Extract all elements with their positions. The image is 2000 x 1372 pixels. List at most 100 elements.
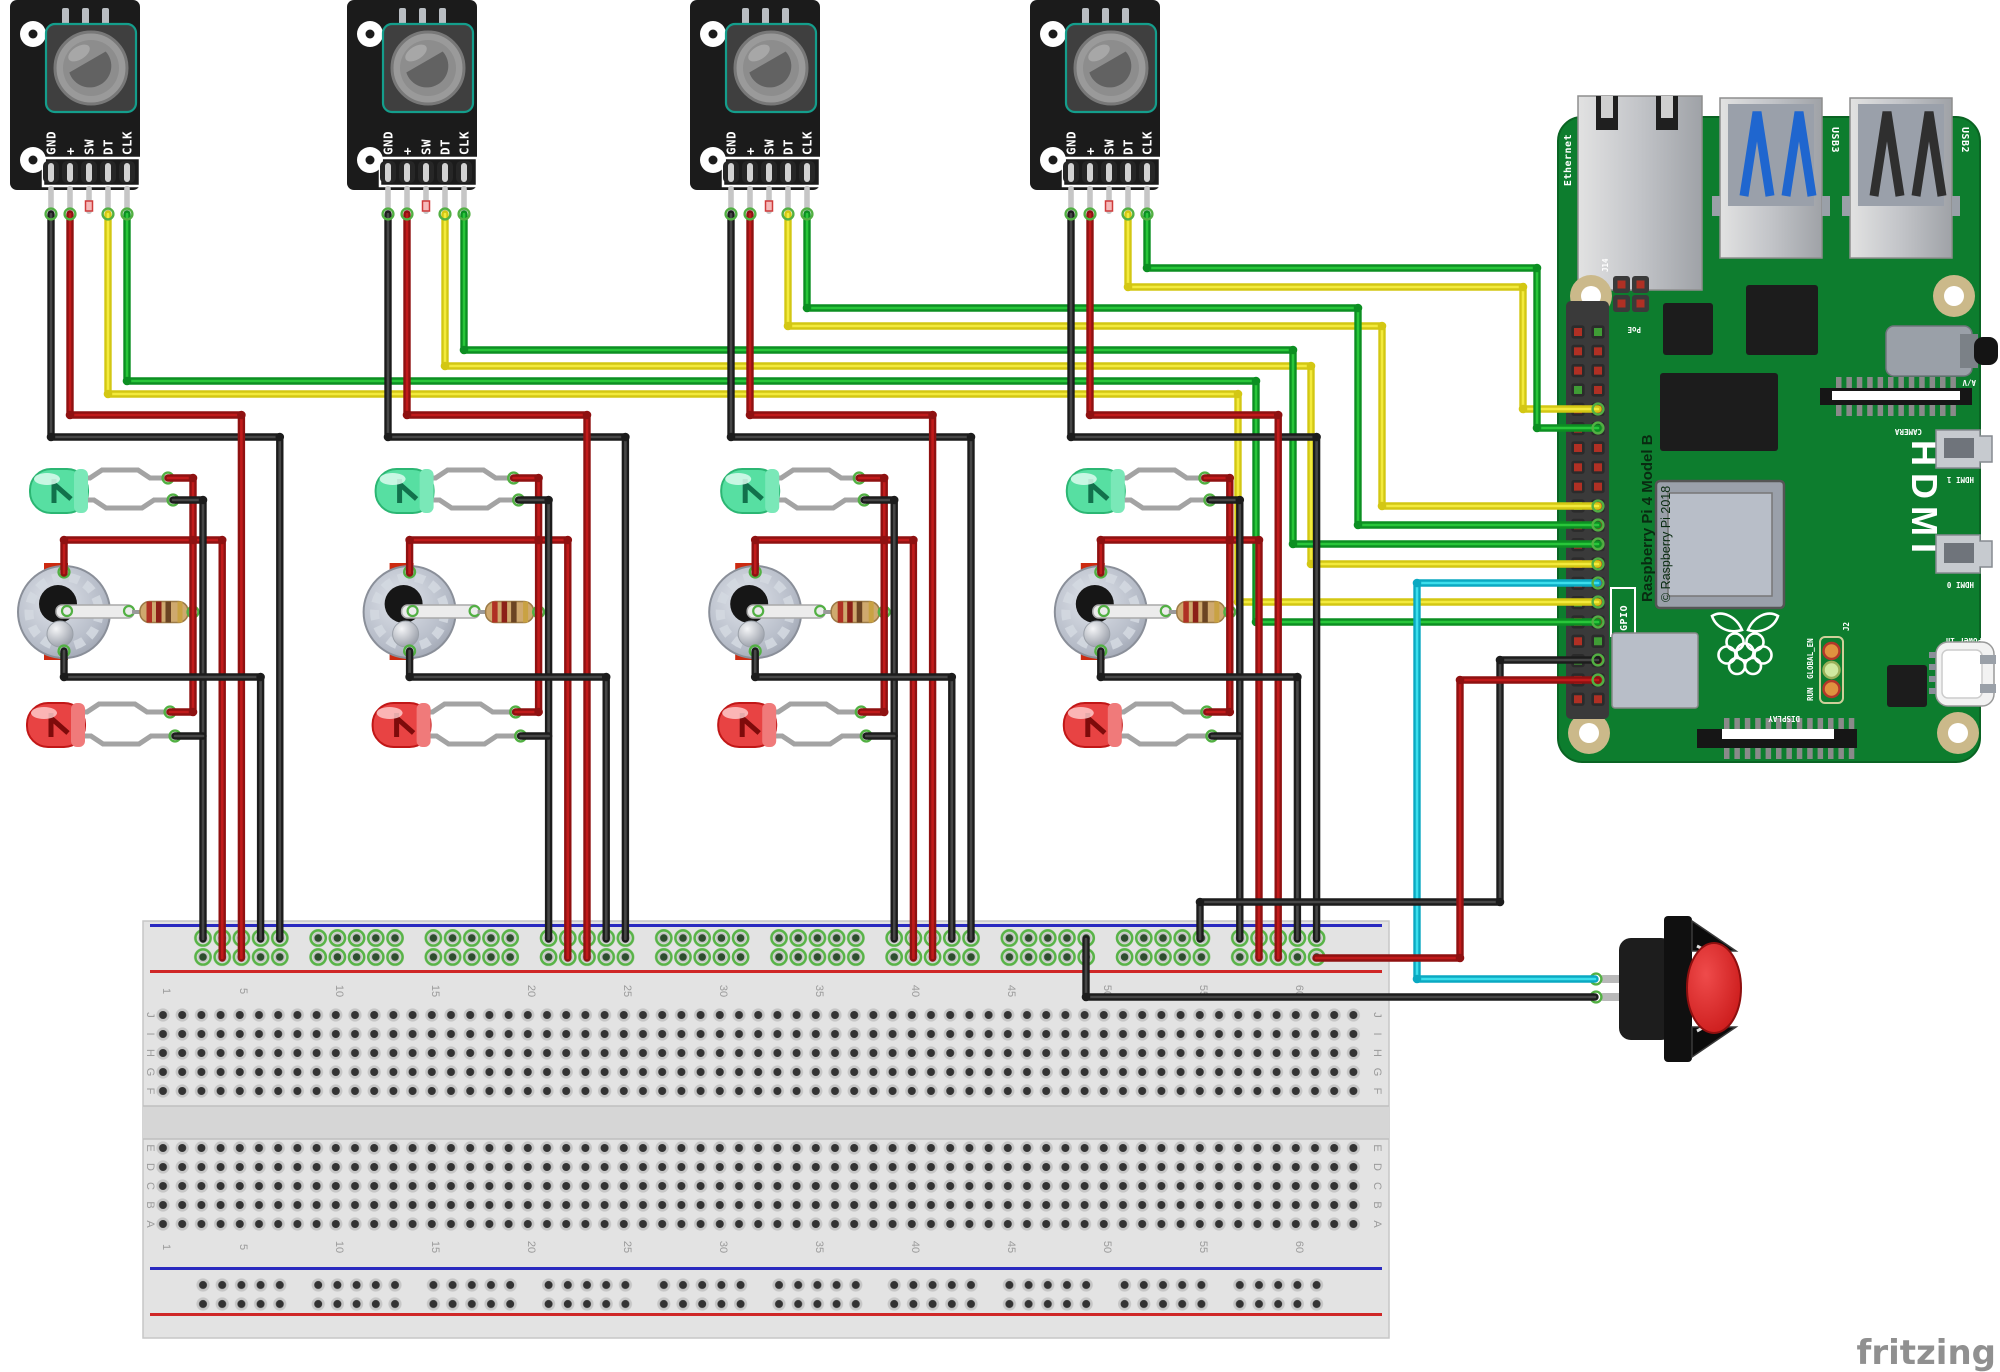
row-letter: H (144, 1049, 156, 1057)
resistor-2[interactable] (475, 599, 546, 625)
wire-bendpoint (1251, 376, 1261, 386)
button-body[interactable] (1619, 938, 1673, 1040)
row-letter: A (1371, 1220, 1383, 1228)
red-led-3[interactable] (718, 703, 871, 747)
top-power-rails[interactable] (193, 928, 1336, 967)
wire-black-col2-motor-gnd[interactable] (405, 647, 610, 943)
wire-bendpoint (1532, 423, 1542, 433)
wire-black-col4-motor-gnd[interactable] (1097, 647, 1302, 943)
resistor-1[interactable] (130, 599, 201, 625)
wire-core (62, 538, 224, 960)
wire-bendpoint (1142, 263, 1152, 273)
gpio-pin[interactable] (1574, 385, 1582, 394)
row-letter: F (1371, 1088, 1383, 1095)
vibration-motor-2[interactable] (364, 563, 480, 660)
gpio-pin[interactable] (1574, 637, 1582, 646)
column-number: 25 (621, 985, 633, 997)
rotary-encoder-3[interactable] (688, 0, 822, 216)
camera-label: CAMERA (1894, 427, 1922, 436)
wire-core (786, 212, 1600, 508)
wire-core (1203, 476, 1232, 714)
usb3-tongues (1739, 111, 1817, 197)
wire-bendpoint (909, 535, 918, 545)
av-collar (1960, 334, 1978, 368)
connection-ring (1591, 576, 1605, 590)
resistor-4[interactable] (1166, 599, 1238, 625)
row-letter: J (1371, 1012, 1383, 1018)
gpio-pin[interactable] (1594, 695, 1602, 704)
raspberry-pi-board[interactable]: Ethernet USB3 USB2 J14 PoE (1557, 95, 1998, 763)
display-label: DISPLAY (1768, 714, 1800, 723)
red-led-4[interactable] (1064, 703, 1217, 747)
wire-black-col1-motor-gnd[interactable] (60, 647, 265, 943)
column-number: 60 (1293, 1241, 1305, 1253)
row-letter: E (1371, 1144, 1383, 1151)
gpio-pin[interactable] (1594, 637, 1602, 646)
red-led-2[interactable] (373, 703, 526, 747)
wire-black-col3-motor-gnd[interactable] (751, 647, 956, 943)
resistor-3[interactable] (821, 599, 892, 625)
wire-black-col1-led-cathode[interactable] (169, 496, 207, 943)
green-led-3[interactable] (721, 469, 869, 513)
column-number: 1 (160, 988, 172, 994)
green-led-1[interactable] (30, 469, 178, 513)
green-led-4[interactable] (1067, 469, 1215, 513)
connection-ring (1140, 207, 1154, 221)
connection-ring (1591, 557, 1605, 571)
vibration-motor-1[interactable] (18, 563, 134, 660)
wire-bendpoint (59, 672, 69, 682)
wire-bendpoint (275, 432, 285, 442)
wire-bendpoint (928, 410, 937, 420)
breadboard[interactable]: 1155101015152020252530303535404045455050… (142, 920, 1390, 1339)
wire-yellow-enc3-dt[interactable] (784, 210, 1602, 510)
connection-ring (457, 207, 471, 221)
gpio-pin[interactable] (1574, 695, 1582, 704)
row-letter: D (144, 1163, 156, 1171)
gpio-pin[interactable] (1594, 482, 1602, 491)
gpio-pin[interactable] (1574, 482, 1582, 491)
breadboard-channel (143, 1106, 1389, 1139)
gpio-pin[interactable] (1574, 347, 1582, 356)
wire-black-col2-led-cathode[interactable] (514, 496, 553, 943)
bottom-power-rails[interactable] (193, 1275, 1336, 1314)
wire-core (68, 212, 243, 960)
wire-bendpoint (1353, 520, 1363, 530)
gpio-pin[interactable] (1594, 347, 1602, 356)
gpio-pin[interactable] (1574, 463, 1582, 472)
gpio-pin[interactable] (1594, 443, 1602, 452)
column-number: 30 (717, 1241, 729, 1253)
rotary-encoder-2[interactable] (345, 0, 479, 216)
terminal-strip-top[interactable] (153, 1005, 1363, 1101)
gpio-pin[interactable] (1594, 366, 1602, 375)
rotary-encoder-4[interactable] (1028, 0, 1162, 216)
gpio-pin[interactable] (1594, 385, 1602, 394)
push-button[interactable] (1589, 916, 1742, 1062)
connection-ring (1591, 518, 1605, 532)
wires[interactable] (46, 200, 1602, 1002)
chip-gray (1611, 632, 1699, 709)
wire-red-gpio-5v[interactable] (1312, 676, 1602, 962)
wire-bendpoint (534, 707, 543, 717)
wire-bendpoint (1293, 672, 1302, 682)
wire-bendpoint (405, 535, 414, 545)
button-cap-red[interactable] (1686, 942, 1742, 1034)
wire-bendpoint (188, 473, 198, 483)
gpio-pin[interactable] (1594, 328, 1602, 336)
gpio-pin[interactable] (1574, 366, 1582, 375)
red-led-1[interactable] (27, 703, 180, 747)
vibration-motor-4[interactable] (1055, 563, 1171, 660)
gpio-pin[interactable] (1594, 463, 1602, 472)
gpio-pin[interactable] (1574, 443, 1582, 452)
wire-bendpoint (750, 535, 760, 545)
sw-pin-unconnected-marker (421, 200, 431, 212)
wire-core (1088, 212, 1280, 960)
connection-ring (120, 207, 134, 221)
rotary-encoder-1[interactable] (8, 0, 142, 216)
wire-core (386, 212, 627, 941)
terminal-strip-bottom[interactable] (153, 1138, 1363, 1234)
green-led-2[interactable] (376, 469, 524, 513)
wire-black-col3-led-cathode[interactable] (860, 496, 898, 943)
vibration-motor-3[interactable] (709, 563, 825, 660)
gpio-pin[interactable] (1574, 328, 1582, 336)
ethernet-label: Ethernet (1563, 134, 1574, 186)
